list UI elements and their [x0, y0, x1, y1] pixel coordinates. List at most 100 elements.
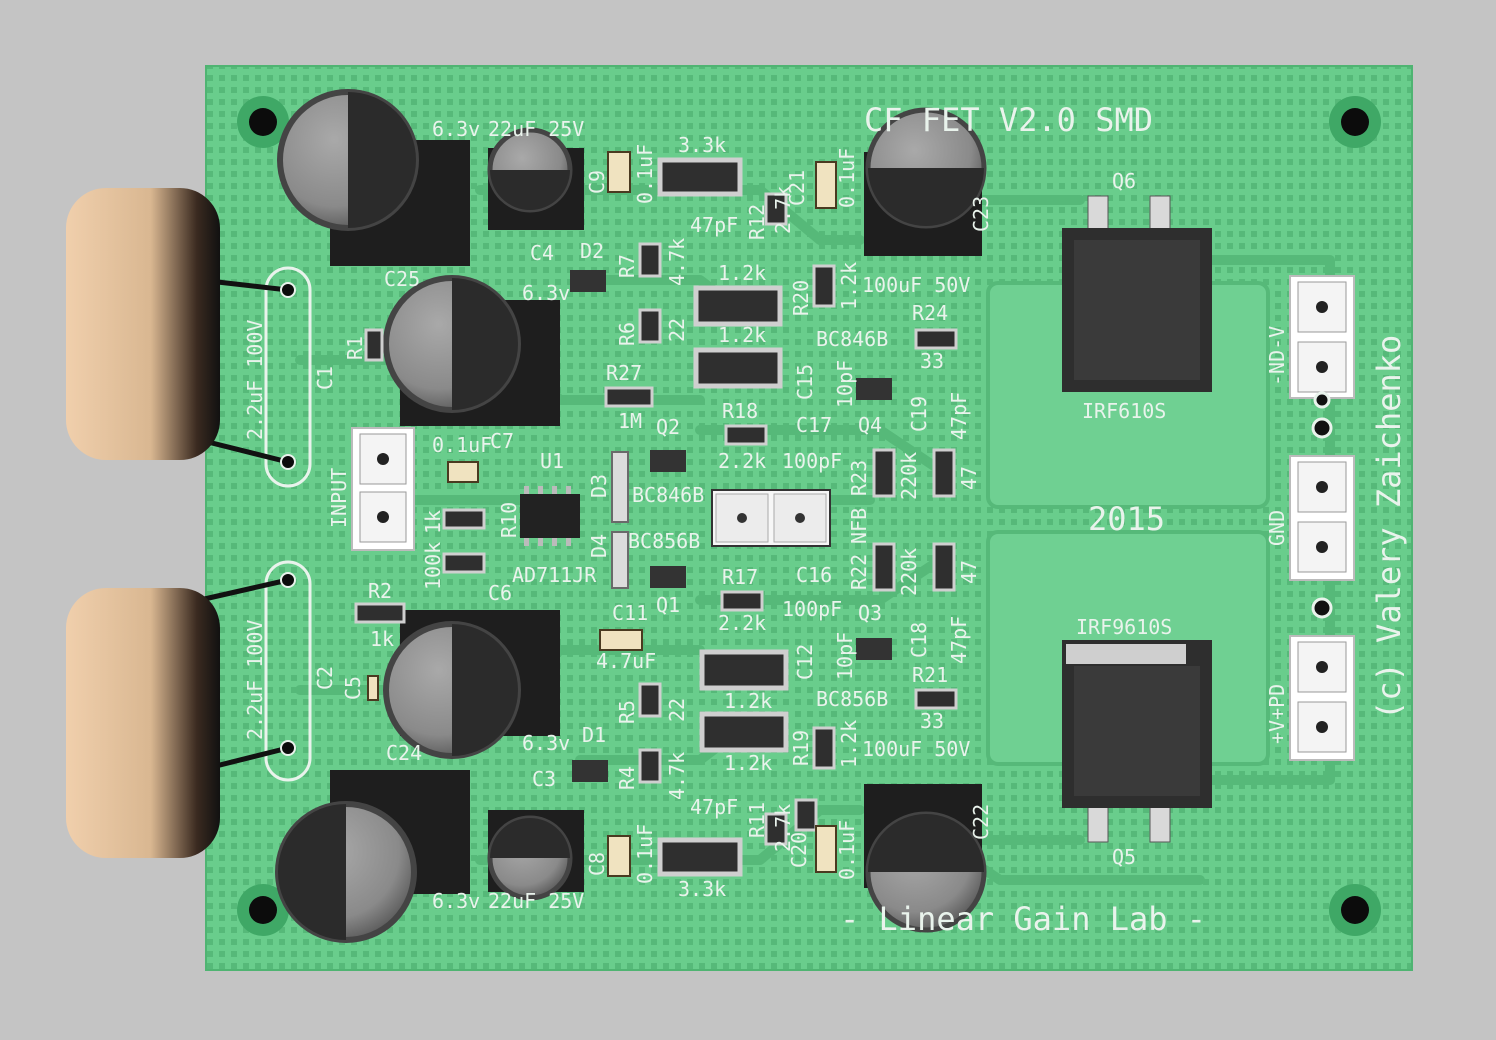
- part-q1: BC856B: [628, 529, 700, 553]
- value-2k2-top: 2.2k: [718, 449, 766, 473]
- value-2k7-top: 2.7k: [771, 186, 795, 234]
- label-plus-supply: +V+PD: [1265, 684, 1289, 744]
- value-6v3-bottom: 6.3v: [432, 889, 480, 913]
- value-0u1-top: 0.1uF: [633, 144, 657, 204]
- label-d2: D2: [580, 239, 604, 263]
- part-q5: IRF9610S: [1076, 615, 1172, 639]
- label-q4: Q4: [858, 413, 882, 437]
- value-47pf-bottom: 47pF: [690, 795, 738, 819]
- value-0u1-input: 0.1uF: [432, 433, 492, 457]
- label-d1: D1: [582, 723, 606, 747]
- label-input: INPUT: [327, 468, 351, 528]
- value-33-bottom: 33: [920, 709, 944, 733]
- label-c2: C2: [313, 666, 337, 690]
- mounting-holes: [237, 96, 1381, 936]
- value-4u7: 4.7uF: [596, 649, 656, 673]
- value-1k-r2: 1k: [370, 627, 394, 651]
- value-22uf-top: 22uF 25V: [488, 117, 584, 141]
- label-r20: R20: [789, 280, 813, 316]
- value-2k7-bottom: 2.7k: [771, 804, 795, 852]
- value-1k2-c: 1.2k: [837, 262, 861, 310]
- label-r7: R7: [615, 254, 639, 278]
- value-33-top: 33: [920, 349, 944, 373]
- value-2k2-bottom: 2.2k: [718, 611, 766, 635]
- label-c23: C23: [969, 196, 993, 232]
- label-r11: R11: [745, 802, 769, 838]
- label-c8: C8: [585, 852, 609, 876]
- label-c5: C5: [341, 676, 365, 700]
- value-c2-film: 2.2uF 100V: [243, 620, 267, 740]
- input-connector: [351, 427, 415, 551]
- value-100pf-bottom: 100pF: [782, 597, 842, 621]
- value-0u1-top-right: 0.1uF: [835, 148, 859, 208]
- value-47pf-right-top: 47pF: [947, 392, 971, 440]
- mosfet-q5-irf9610s: [1062, 640, 1212, 843]
- label-q3: Q3: [858, 601, 882, 625]
- label-r24: R24: [912, 301, 948, 325]
- label-q2: Q2: [656, 415, 680, 439]
- value-10pf-top: 10pF: [833, 360, 857, 408]
- value-47-top: 47: [957, 466, 981, 490]
- value-1k2-a: 1.2k: [718, 261, 766, 285]
- value-1k-input: 1k: [421, 510, 445, 534]
- film-capacitor-c1: [66, 188, 296, 470]
- smd-parts: [354, 151, 958, 877]
- board-footer: - Linear Gain Lab -: [840, 900, 1206, 938]
- label-r18: R18: [722, 399, 758, 423]
- value-4k7-bottom: 4.7k: [665, 752, 689, 800]
- label-nfb: NFB: [847, 508, 871, 544]
- label-c7: C7: [490, 429, 514, 453]
- label-r10: R10: [497, 502, 521, 538]
- value-6v3-c24: 6.3v: [522, 731, 570, 755]
- label-r2: R2: [368, 579, 392, 603]
- label-c22: C22: [969, 804, 993, 840]
- label-r27: R27: [606, 361, 642, 385]
- value-10pf-bottom: 10pF: [833, 632, 857, 680]
- label-c15: C15: [793, 364, 817, 400]
- label-c3: C3: [532, 767, 556, 791]
- label-d3: D3: [587, 474, 611, 498]
- part-q4: BC846B: [816, 327, 888, 351]
- value-3k3-bottom: 3.3k: [678, 877, 726, 901]
- value-0u1-bottom: 0.1uF: [633, 824, 657, 884]
- part-q2: BC846B: [632, 483, 704, 507]
- label-c17: C17: [796, 413, 832, 437]
- film-cap-outlines: [264, 266, 312, 782]
- power-connector-minus: [1289, 275, 1355, 399]
- value-3k3-top: 3.3k: [678, 133, 726, 157]
- label-minus-supply: -ND-V: [1265, 326, 1289, 386]
- label-r23: R23: [847, 460, 871, 496]
- mosfet-q6-irf610s: [1062, 195, 1212, 392]
- label-c19: C19: [907, 396, 931, 432]
- value-100uf-bottom: 100uF 50V: [862, 737, 970, 761]
- label-r21: R21: [912, 663, 948, 687]
- label-c4: C4: [530, 241, 554, 265]
- label-c24: C24: [386, 741, 422, 765]
- label-c16: C16: [796, 563, 832, 587]
- electrolytic-capacitors: [275, 89, 987, 943]
- label-c11: C11: [612, 601, 648, 625]
- value-100k: 100k: [421, 542, 445, 590]
- label-c1: C1: [313, 366, 337, 390]
- label-c21: C21: [785, 170, 809, 206]
- label-c18: C18: [907, 622, 931, 658]
- label-q1: Q1: [656, 593, 680, 617]
- value-100uf-top: 100uF 50V: [862, 273, 970, 297]
- value-c1-film: 2.2uF 100V: [243, 320, 267, 440]
- power-connector-gnd: [1289, 455, 1355, 581]
- value-1k2-f: 1.2k: [837, 720, 861, 768]
- board-title: CF FET V2.0 SMD: [864, 101, 1153, 139]
- label-r4: R4: [615, 766, 639, 790]
- value-6v3-c25: 6.3v: [432, 117, 480, 141]
- value-47pf-top: 47pF: [690, 213, 738, 237]
- label-c25: C25: [384, 267, 420, 291]
- film-capacitor-c2: [66, 572, 296, 858]
- part-u1: AD711JR: [512, 563, 597, 587]
- value-100pf-top: 100pF: [782, 449, 842, 473]
- value-47-bottom: 47: [957, 560, 981, 584]
- value-22uf-bottom: 22uF 25V: [488, 889, 584, 913]
- value-1k2-b: 1.2k: [718, 323, 766, 347]
- board-year: 2015: [1088, 500, 1165, 538]
